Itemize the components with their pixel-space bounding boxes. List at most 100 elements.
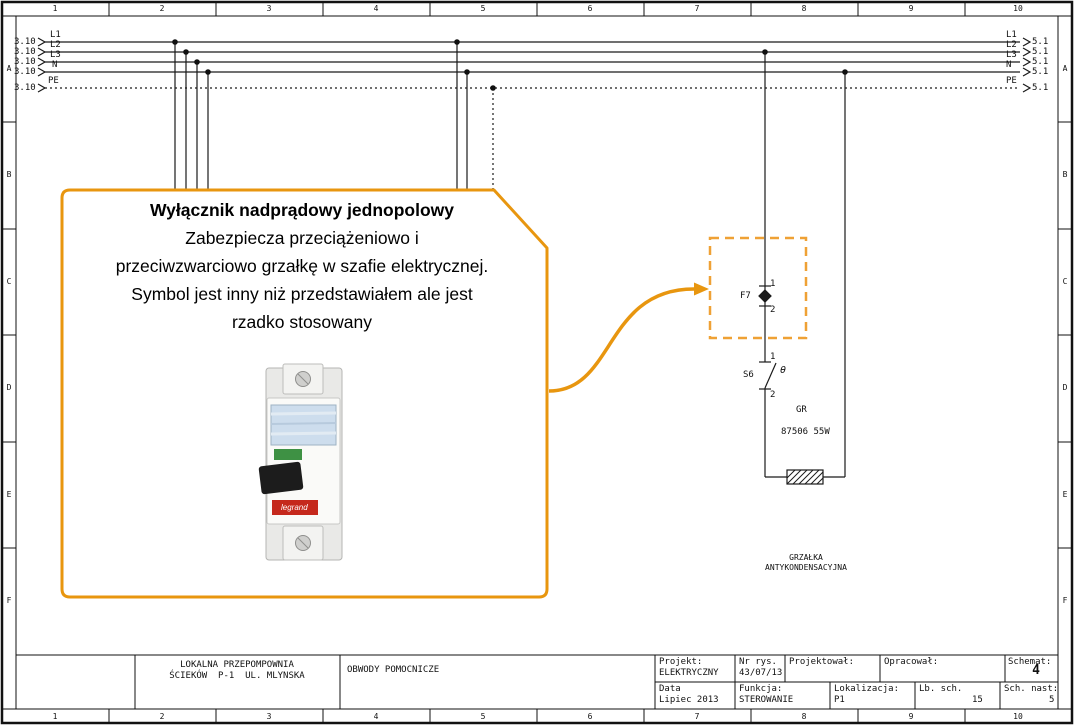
rail-ref-right: 5.1 (1032, 57, 1049, 67)
callout-title: Wyłącznik nadprądowy jednopolowy (149, 200, 455, 220)
funkcja-value: STEROWANIE (739, 695, 794, 705)
rail-ref-left: 3.10 (14, 83, 36, 93)
rail-ref-right: 5.1 (1032, 83, 1049, 93)
projekt-label: Projekt: (659, 657, 703, 667)
ruler-col-1: 1 (52, 4, 58, 13)
rail-ref-right: 5.1 (1032, 37, 1049, 47)
projektowal-label: Projektował: (789, 657, 855, 667)
ruler-row-a: A (6, 64, 12, 73)
callout-body-line: Symbol jest inny niż przedstawiałem ale … (131, 284, 473, 304)
ruler-col-1b: 1 (52, 712, 58, 721)
sch-nast-label: Sch. nast: (1004, 684, 1059, 694)
rail-ref-left: 3.10 (14, 57, 36, 67)
ruler-col-7b: 7 (694, 712, 700, 721)
ruler-row-b: B (6, 170, 12, 179)
power-rails (37, 37, 1032, 93)
rail-ref-left: 3.10 (14, 37, 36, 47)
ruler-row-e: E (6, 490, 12, 499)
ruler-col-2: 2 (159, 4, 165, 13)
callout-body-line: rzadko stosowany (231, 312, 373, 332)
ruler-col-2b: 2 (159, 712, 165, 721)
lokalizacja-value: P1 (834, 695, 845, 705)
ruler-col-6b: 6 (587, 712, 593, 721)
breaker-brand-text: legrand (281, 503, 308, 512)
nr-rys-value: 43/07/13 (739, 668, 783, 678)
rail-name-right: N (1006, 60, 1012, 70)
component-ref-f7: F7 (740, 291, 751, 301)
ruler-col-10b: 10 (1013, 712, 1023, 721)
callout-body-line: przeciwzwarciowo grzałkę w szafie elektr… (115, 256, 489, 276)
heater-circuit (758, 52, 846, 485)
ruler-row-f: F (6, 596, 12, 605)
ruler-row-b2: B (1062, 170, 1068, 179)
ruler-col-5: 5 (480, 4, 486, 13)
station-name-line2: ŚCIEKÓW P-1 UL. MLYNSKA (169, 671, 305, 681)
rail-name-right: PE (1006, 76, 1017, 86)
callout-arrow (548, 282, 709, 393)
ruler-row-c: C (6, 277, 12, 286)
ruler-row-d2: D (1062, 383, 1068, 392)
lokalizacja-label: Lokalizacja: (834, 684, 900, 694)
callout-body-line: Zabezpiecza przeciążeniowo i (185, 228, 419, 248)
thermostat-theta-symbol: θ (780, 365, 787, 376)
data-value: Lipiec 2013 (659, 695, 719, 705)
ruler-col-9b: 9 (908, 712, 914, 721)
breaker-brand-label (272, 500, 318, 515)
rail-name-left: PE (48, 76, 59, 86)
ruler-col-3b: 3 (266, 712, 272, 721)
ruler-row-c2: C (1062, 277, 1068, 286)
schemat-label: Schemat: (1008, 657, 1052, 667)
feeder-taps-left (174, 42, 494, 191)
sch-nast-value: 5 (1049, 695, 1055, 705)
rail-ref-right: 5.1 (1032, 47, 1049, 57)
rail-name-left: N (52, 60, 58, 70)
title-block-grid (16, 654, 1058, 709)
data-label: Data (659, 684, 681, 694)
ruler-col-9: 9 (908, 4, 914, 13)
ruler-row-f2: F (1062, 596, 1068, 605)
station-name-line1: LOKALNA PRZEPOMPOWNIA (180, 660, 294, 670)
schemat-value: 4 (1032, 663, 1040, 678)
lb-sch-label: Lb. sch. (919, 684, 963, 694)
rail-ref-left: 3.10 (14, 67, 36, 77)
breaker-photo (258, 363, 343, 561)
breaker-green-label (274, 449, 302, 460)
opracowal-label: Opracował: (884, 657, 939, 667)
ruler-col-10: 10 (1013, 4, 1023, 13)
rail-name-left: L2 (50, 40, 61, 50)
rail-name-right: L2 (1006, 40, 1017, 50)
heater-rating: 87506 55W (781, 427, 830, 437)
breaker-window (270, 404, 337, 446)
sheet-title: OBWODY POMOCNICZE (347, 665, 440, 675)
highlight-dashed-box (708, 236, 808, 340)
ruler-row-d: D (6, 383, 12, 392)
terminal-number: 1 (770, 279, 776, 289)
rail-name-right: L3 (1006, 50, 1017, 60)
ruler-col-4b: 4 (373, 712, 379, 721)
ruler-col-4: 4 (373, 4, 379, 13)
ruler-col-7: 7 (694, 4, 700, 13)
terminal-number: 2 (770, 390, 776, 400)
ruler-col-8: 8 (801, 4, 807, 13)
heater-caption-line2: ANTYKONDENSACYJNA (765, 563, 847, 572)
junction-dots (172, 39, 848, 91)
component-ref-s6: S6 (743, 370, 754, 380)
rail-name-left: L3 (50, 50, 61, 60)
funkcja-label: Funkcja: (739, 684, 783, 694)
ruler-row-a2: A (1062, 64, 1068, 73)
lb-sch-value: 15 (972, 695, 983, 705)
rail-ref-right: 5.1 (1032, 67, 1049, 77)
terminal-number: 1 (770, 352, 776, 362)
arrowhead-icon (694, 282, 709, 296)
rail-ref-left: 3.10 (14, 47, 36, 57)
heater-caption-line1: GRZAŁKA (789, 553, 823, 562)
callout-text-block: Wyłącznik nadprądowy jednopolowy Zabezpi… (72, 196, 532, 336)
ruler-col-6: 6 (587, 4, 593, 13)
nr-rys-label: Nr rys. (739, 657, 777, 667)
ruler-col-5b: 5 (480, 712, 486, 721)
ruler-row-e2: E (1062, 490, 1068, 499)
rail-arrows (37, 37, 1032, 93)
